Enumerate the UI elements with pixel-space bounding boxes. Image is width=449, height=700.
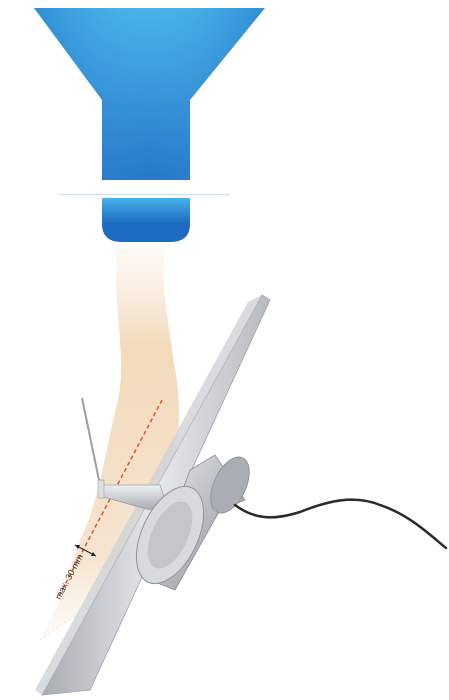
cable-icon	[235, 500, 446, 548]
hopper-icon	[34, 8, 265, 242]
probe-wire	[82, 398, 100, 485]
